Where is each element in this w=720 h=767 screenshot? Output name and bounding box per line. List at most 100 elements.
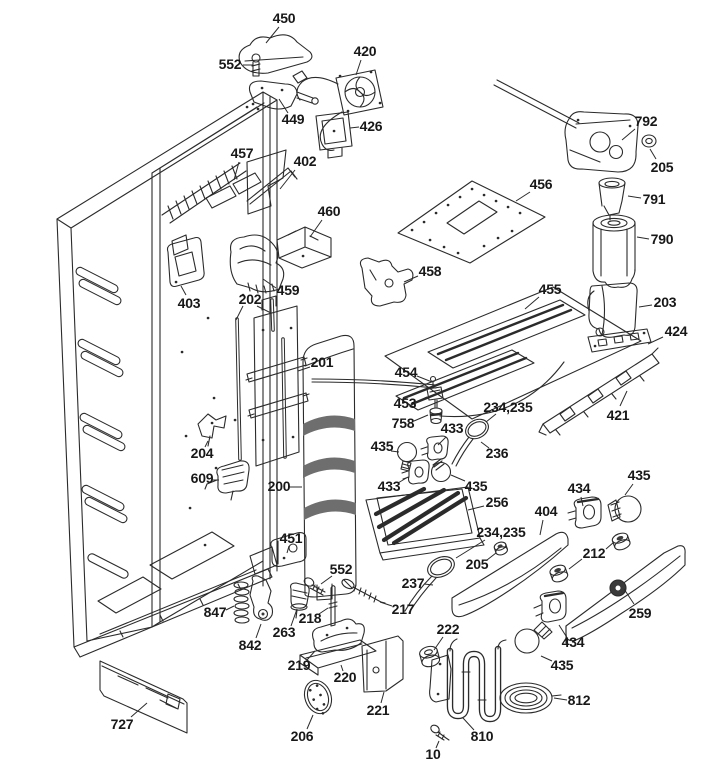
leader-line-459 (262, 278, 277, 289)
leader-line-454 (416, 375, 433, 383)
leader-line-435 (390, 450, 400, 453)
leader-line-204 (204, 440, 209, 448)
part-204-clip (197, 413, 227, 447)
callout-435: 435 (628, 467, 651, 483)
callout-220: 220 (334, 669, 357, 685)
callout-790: 790 (651, 231, 674, 247)
leader-line-434 (580, 496, 584, 507)
leader-line-218 (318, 607, 329, 615)
callout-451: 451 (280, 530, 303, 546)
leader-line-812 (553, 697, 568, 701)
part-212-nut-right (611, 532, 631, 551)
leader-line-205 (649, 148, 657, 160)
callout-420: 420 (354, 43, 377, 59)
part-259-lamp-housing (565, 545, 686, 644)
callout-205: 205 (466, 556, 489, 572)
callout-217: 217 (392, 601, 415, 617)
callout-434: 434 (568, 480, 591, 496)
leader-line-420 (355, 59, 362, 76)
cabinet-shell (56, 91, 278, 658)
callout-237: 237 (402, 575, 425, 591)
leader-line-460 (309, 219, 323, 238)
callout-552: 552 (219, 56, 242, 72)
leader-line-236 (480, 441, 490, 449)
leader-line-456 (515, 191, 531, 202)
part-220-tray (299, 639, 377, 676)
callout-218: 218 (299, 610, 322, 626)
leader-line-451 (286, 545, 290, 554)
part-404-cover (451, 531, 569, 618)
part-201-mounting-panel (245, 295, 310, 467)
callout-847: 847 (204, 604, 227, 620)
leader-line-449 (278, 98, 289, 114)
leader-line-219 (306, 650, 316, 661)
part-218-pin (328, 585, 338, 627)
leader-line-421 (619, 390, 628, 407)
part-453-valve (426, 375, 444, 409)
leader-line-727 (130, 702, 148, 718)
part-847-spring (233, 581, 250, 624)
part-200-air-duct-tower (302, 334, 357, 601)
callout-201: 201 (311, 354, 334, 370)
callout-402: 402 (294, 153, 317, 169)
part-217-screw (341, 578, 386, 604)
part-206-grille (303, 679, 333, 715)
part-812-tubing-coil (499, 682, 562, 714)
leader-line-206 (306, 714, 314, 730)
part-459-fan-scroll (229, 234, 285, 294)
callout-456: 456 (530, 176, 553, 192)
callout-433: 433 (441, 420, 464, 436)
part-435-bulb-mid-right (430, 458, 452, 483)
callout-457: 457 (231, 145, 254, 161)
callout-203: 203 (654, 294, 677, 310)
callout-206: 206 (291, 728, 314, 744)
callout-424: 424 (665, 323, 688, 339)
leader-line-256 (467, 505, 485, 511)
part-237-seal (404, 556, 455, 614)
callout-256: 256 (486, 494, 509, 510)
part-421-rail (538, 347, 660, 436)
callout-458: 458 (419, 263, 442, 279)
part-236-seal (451, 418, 489, 467)
callout-455: 455 (539, 281, 562, 297)
callout-221: 221 (367, 702, 390, 718)
part-758-fitting (429, 407, 443, 425)
callout-433: 433 (378, 478, 401, 494)
leader-line-234,235 (485, 413, 497, 423)
leader-line-758 (413, 414, 429, 422)
leader-line-435 (624, 483, 634, 496)
part-434-lamp-socket-lower (533, 590, 567, 623)
callout-810: 810 (471, 728, 494, 744)
part-727-kick-plate (99, 660, 188, 734)
leader-line-10 (435, 740, 440, 749)
leader-line-450 (265, 26, 280, 44)
callout-421: 421 (607, 407, 630, 423)
callout-212: 212 (583, 545, 606, 561)
callout-727: 727 (111, 716, 134, 732)
callout-434: 434 (562, 634, 585, 650)
callout-234,235: 234,235 (476, 524, 526, 540)
callout-453: 453 (394, 395, 417, 411)
callout-200: 200 (268, 478, 291, 494)
part-435-bulb-upper-right (607, 495, 642, 523)
leader-line-237 (423, 583, 434, 586)
part-219-bracket (312, 618, 365, 653)
leader-line-217 (379, 601, 393, 607)
callout-263: 263 (273, 624, 296, 640)
callout-219: 219 (288, 657, 311, 673)
part-434-lamp-socket-upper (567, 496, 602, 529)
leader-line-203 (638, 304, 653, 308)
leader-line-552 (320, 575, 333, 585)
callout-10: 10 (425, 746, 441, 762)
leader-line-790 (636, 236, 650, 240)
leader-line-221 (380, 691, 385, 704)
leader-line-435 (540, 655, 553, 662)
part-203-cover (587, 282, 638, 338)
leader-line-810 (462, 717, 475, 731)
part-263-plug (290, 582, 310, 619)
callout-812: 812 (568, 692, 591, 708)
part-810-defrost-heater (429, 638, 507, 723)
part-222-grommet (419, 645, 441, 668)
leader-line-433 (437, 436, 447, 446)
